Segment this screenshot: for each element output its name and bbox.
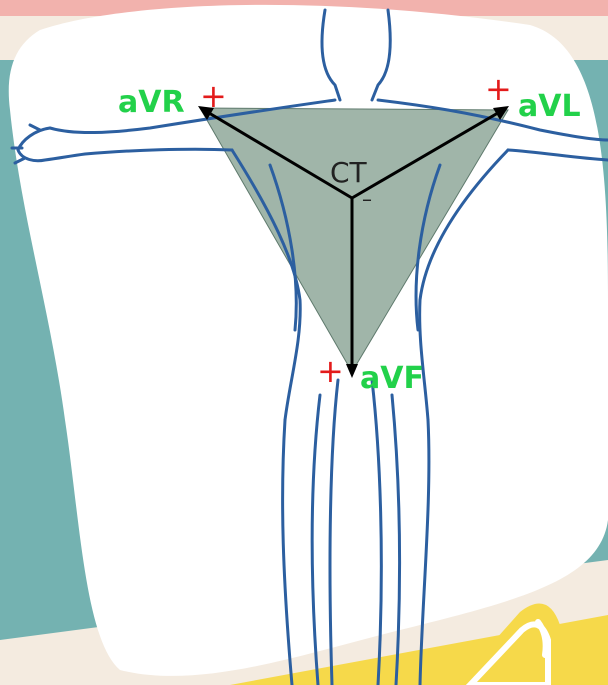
avl-plus-sign: + (485, 70, 512, 108)
avl-label: aVL (518, 89, 581, 124)
avf-label: aVF (360, 361, 424, 396)
central-terminal-minus: – (362, 187, 372, 211)
avr-label: aVR (118, 85, 185, 120)
central-terminal-label: CT (330, 156, 368, 189)
avf-plus-sign: + (317, 352, 344, 390)
avr-plus-sign: + (200, 77, 227, 115)
